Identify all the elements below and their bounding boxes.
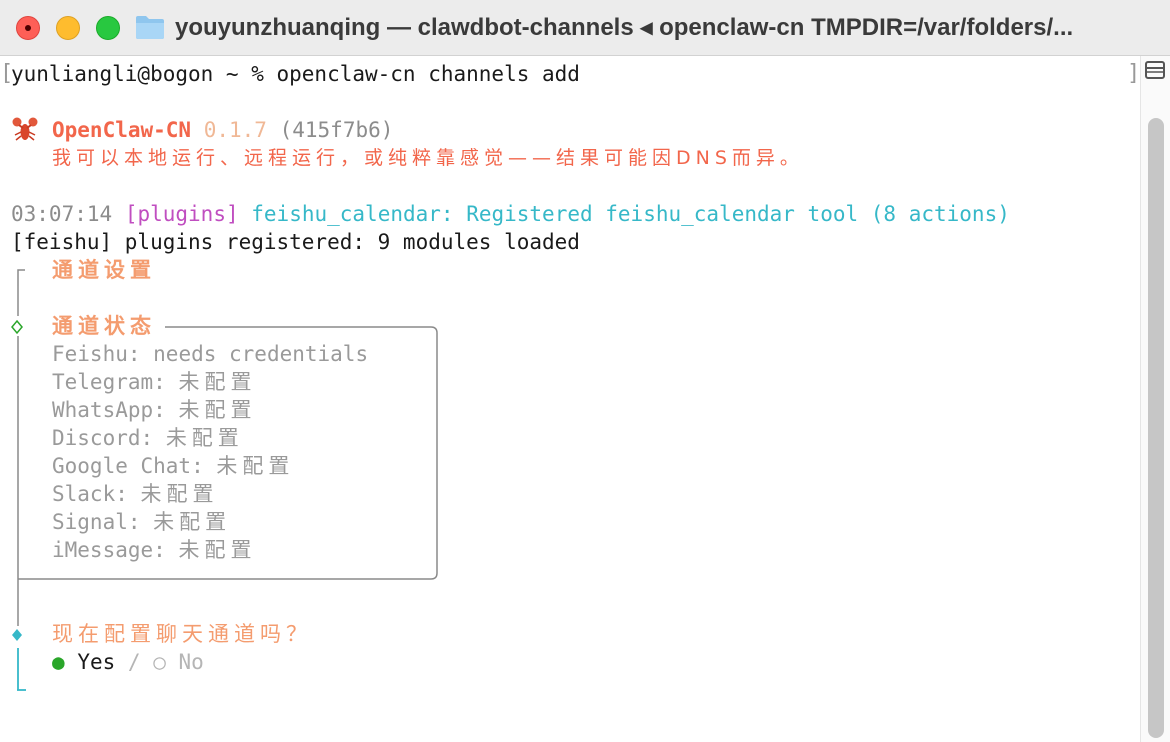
prompt-gutter (11, 269, 438, 691)
mark-bracket-right: ] (1127, 61, 1141, 86)
channel-whatsapp: WhatsApp: 未配置 (52, 398, 257, 422)
banner-line: OpenClaw-CN 0.1.7 (415f7b6) (52, 116, 393, 144)
channel-telegram: Telegram: 未配置 (52, 370, 257, 394)
log-line-feishu: [feishu] plugins registered: 9 modules l… (11, 230, 580, 254)
split-pane-icon[interactable] (1144, 59, 1166, 81)
configure-question: 现在配置聊天通道吗？ (52, 622, 312, 646)
command-prompt: yunliangli@bogon ~ % openclaw-cn channel… (11, 62, 580, 86)
lobster-icon (12, 117, 38, 141)
channel-feishu: Feishu: needs credentials (52, 342, 369, 366)
log-message: feishu_calendar: Registered feishu_calen… (251, 202, 1010, 226)
mark-bracket-left: [ (0, 61, 14, 86)
scrollbar-thumb[interactable] (1148, 118, 1164, 738)
log-time: 03:07:14 (11, 202, 113, 226)
close-button[interactable] (16, 16, 40, 40)
log-tag: [plugins] (124, 202, 239, 226)
section-title: 通道设置 (52, 258, 156, 282)
log-line-plugins: 03:07:14 [plugins] feishu_calendar: Regi… (11, 200, 1010, 228)
channel-signal: Signal: 未配置 (52, 510, 232, 534)
folder-icon (136, 16, 164, 39)
channel-google-chat: Google Chat: 未配置 (52, 454, 295, 478)
app-name: OpenClaw-CN (52, 118, 192, 142)
minimize-button[interactable] (56, 16, 80, 40)
radio-unselected-icon[interactable]: ○ (153, 650, 166, 674)
status-title: 通道状态 (52, 314, 156, 338)
banner-tagline: 我可以本地运行、远程运行，或纯粹靠感觉——结果可能因DNS而异。 (52, 147, 804, 169)
zoom-button[interactable] (96, 16, 120, 40)
radio-selected-icon[interactable]: ● (52, 650, 65, 674)
option-no[interactable]: No (178, 650, 204, 674)
channel-discord: Discord: 未配置 (52, 426, 244, 450)
scrollbar[interactable] (1140, 56, 1170, 742)
channel-slack: Slack: 未配置 (52, 482, 219, 506)
app-commit: (415f7b6) (279, 118, 394, 142)
app-version: 0.1.7 (203, 118, 267, 142)
title-bar[interactable]: youyunzhuanqing — clawdbot-channels ◂ op… (0, 0, 1170, 56)
option-yes[interactable]: Yes (77, 650, 116, 674)
option-row: ● Yes / ○ No (52, 648, 204, 676)
option-separator: / (127, 650, 141, 674)
channel-imessage: iMessage: 未配置 (52, 538, 257, 562)
